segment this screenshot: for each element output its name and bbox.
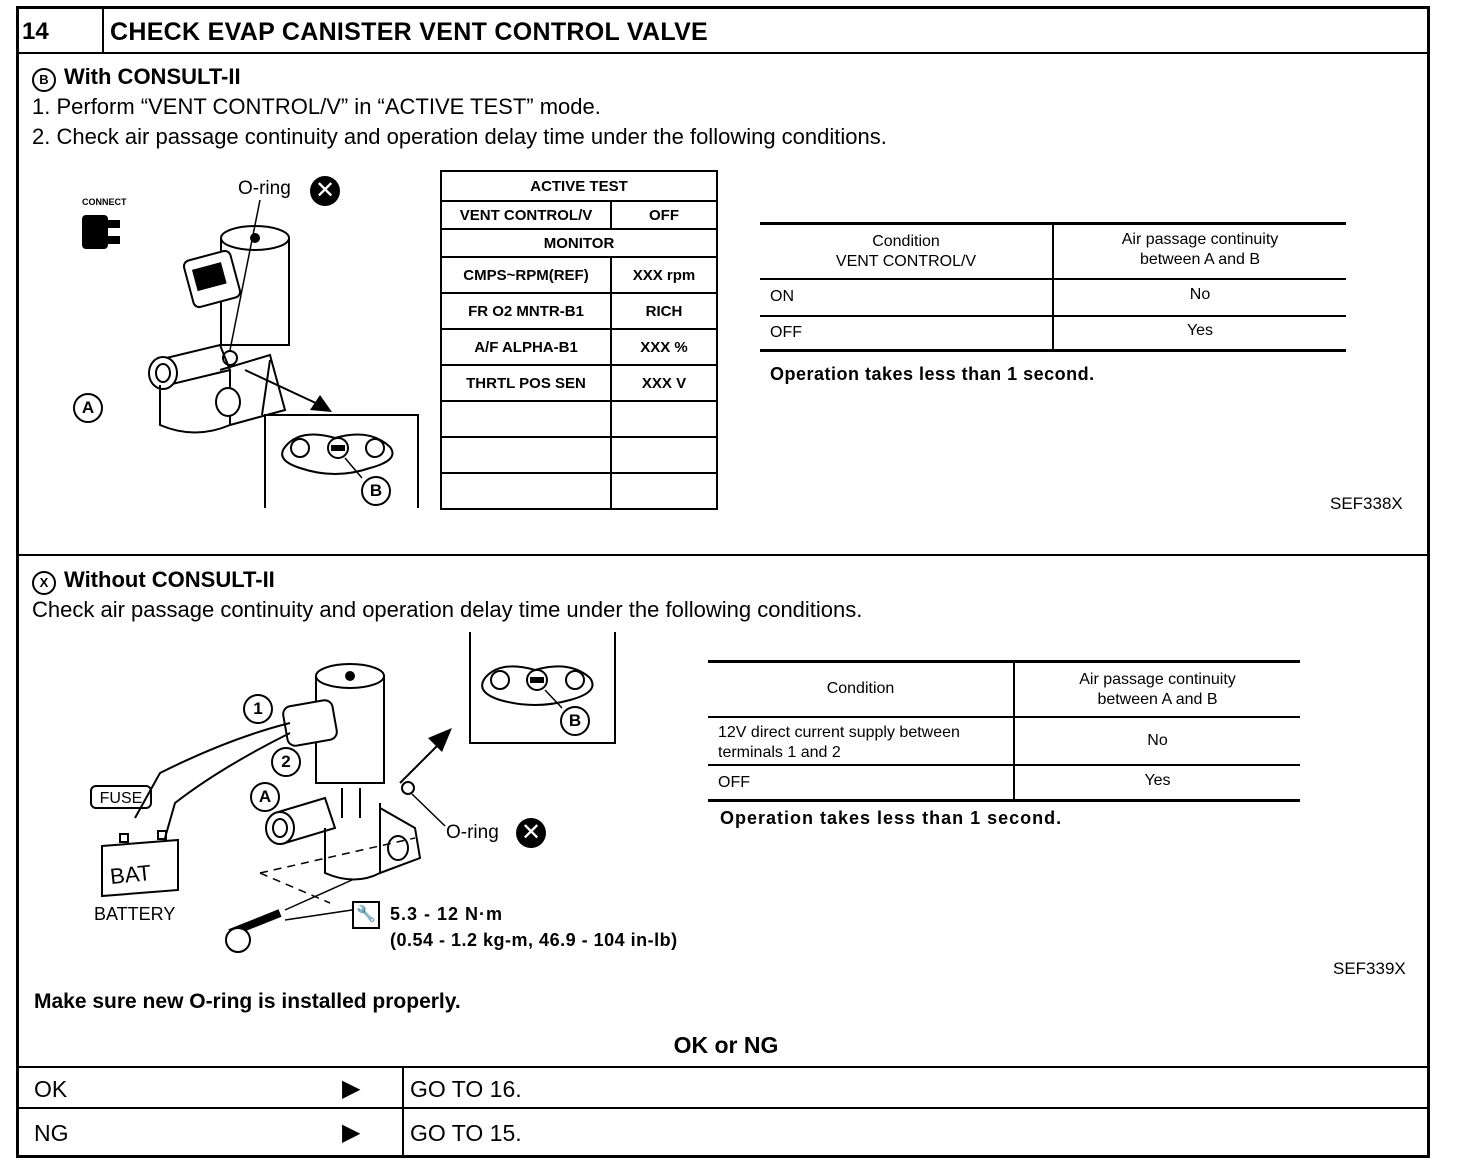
active-test-title: ACTIVE TEST (440, 170, 718, 202)
outcome-ok-action[interactable]: GO TO 16. (410, 1076, 522, 1102)
condition-cell: OFF (718, 774, 750, 791)
connect-label: CONNECT (82, 197, 127, 207)
outcome-col-divider (402, 1066, 404, 1158)
table-rule (708, 716, 1300, 718)
oring-warning: Make sure new O-ring is installed proper… (34, 990, 461, 1013)
monitor-row-name: CMPS~RPM(REF) (440, 256, 612, 294)
condition-header-line1: Condition (872, 233, 940, 250)
valve-illustration-battery (101, 632, 616, 953)
condition-cell-line2: terminals 1 and 2 (718, 744, 841, 761)
monitor-row-empty (440, 436, 612, 474)
outcome-divider (16, 1066, 1430, 1068)
result-header: Air passage continuity between A and B (1054, 230, 1346, 270)
result-cell: Yes (1186, 322, 1214, 339)
condition-cell: 12V direct current supply between termin… (718, 723, 960, 763)
result-header: Air passage continuity between A and B (1015, 670, 1300, 710)
table-col-divider (1013, 663, 1015, 801)
monitor-row-empty (610, 436, 718, 474)
terminal-1-label: 1 (243, 694, 273, 724)
monitor-row-name: A/F ALPHA-B1 (440, 328, 612, 366)
result-header-line2: between A and B (1139, 251, 1261, 268)
monitor-row-empty (440, 472, 612, 510)
bat-label: BAT (108, 859, 153, 890)
battery-label: BATTERY (94, 904, 176, 924)
arrow-right-icon: ▶ (342, 1119, 361, 1146)
ok-or-ng-label: OK or NG (673, 1032, 779, 1058)
torque-wrench-icon: 🔧 (352, 901, 380, 929)
condition-header-line2: VENT CONTROL/V (835, 253, 977, 270)
label-b-consult: B (361, 476, 391, 506)
monitor-row-name: THRTL POS SEN (440, 364, 612, 402)
table-rule (760, 349, 1346, 352)
table-rule (708, 660, 1300, 663)
with-consult-heading-text: With CONSULT-II (64, 64, 241, 89)
monitor-row-value: XXX rpm (610, 256, 718, 294)
monitor-row-empty (440, 400, 612, 438)
fuse-label: FUSE (90, 785, 152, 809)
valve-illustration-consult (82, 199, 419, 508)
outcome-ok-label: OK (34, 1076, 68, 1102)
condition-cell-line1: 12V direct current supply between (718, 724, 960, 741)
oring-label-consult: O-ring (238, 178, 291, 199)
condition-header: Condition (826, 680, 895, 697)
do-not-reuse-icon: ✕ (310, 176, 340, 206)
monitor-row-name: FR O2 MNTR-B1 (440, 292, 612, 330)
result-header-line2: between A and B (1097, 691, 1218, 708)
active-test-item: VENT CONTROL/V (440, 200, 612, 230)
monitor-row-value: RICH (610, 292, 718, 330)
procedure-frame (16, 6, 1430, 1158)
result-header-line1: Air passage continuity (1121, 231, 1279, 248)
header-divider (16, 52, 1430, 54)
result-cell: No (1147, 732, 1168, 749)
header-cell-divider (102, 6, 104, 52)
terminal-2-label: 2 (271, 747, 301, 777)
outcome-ng-action[interactable]: GO TO 15. (410, 1120, 522, 1146)
table-rule (760, 278, 1346, 280)
battery-note: Operation takes less than 1 second. (720, 808, 1063, 828)
with-consult-step-2: 2. Check air passage continuity and oper… (32, 124, 887, 149)
table-col-divider (1052, 225, 1054, 351)
monitor-row-empty (610, 472, 718, 510)
figure-code-consult: SEF338X (1330, 494, 1403, 513)
monitor-row-empty (610, 400, 718, 438)
do-not-reuse-icon: ✕ (516, 818, 546, 848)
label-b-battery: B (560, 706, 590, 736)
without-consult-heading: X Without CONSULT-II (32, 567, 275, 595)
figure-code-battery: SEF339X (1333, 959, 1406, 978)
table-rule (708, 799, 1300, 802)
condition-cell: ON (770, 288, 794, 305)
with-consult-heading: B With CONSULT-II (32, 64, 241, 92)
with-consult-step-1: 1. Perform “VENT CONTROL/V” in “ACTIVE T… (32, 94, 601, 119)
outcome-divider (16, 1107, 1430, 1109)
label-a-consult: A (73, 393, 103, 423)
monitor-row-value: XXX % (610, 328, 718, 366)
condition-header: Condition VENT CONTROL/V (760, 232, 1052, 272)
step-number: 14 (22, 18, 49, 45)
table-rule (760, 315, 1346, 317)
table-rule (760, 222, 1346, 225)
condition-cell: OFF (770, 324, 802, 341)
active-test-item-value: OFF (610, 200, 718, 230)
result-header-line1: Air passage continuity (1079, 671, 1236, 688)
monitor-label: MONITOR (440, 228, 718, 258)
consult-icon: B (32, 67, 56, 92)
result-cell: Yes (1144, 772, 1171, 789)
arrow-right-icon: ▶ (342, 1075, 361, 1102)
without-consult-heading-text: Without CONSULT-II (64, 567, 275, 592)
step-title: CHECK EVAP CANISTER VENT CONTROL VALVE (110, 18, 709, 46)
consult-note: Operation takes less than 1 second. (770, 364, 1095, 384)
no-consult-icon: X (32, 570, 56, 595)
connect-icon (82, 215, 120, 249)
monitor-row-value: XXX V (610, 364, 718, 402)
without-consult-instruction: Check air passage continuity and operati… (32, 597, 863, 622)
label-a-battery: A (250, 782, 280, 812)
result-cell: No (1189, 286, 1211, 303)
oring-label-battery: O-ring (446, 822, 499, 843)
section-divider (16, 554, 1430, 556)
table-rule (708, 764, 1300, 766)
outcome-ng-label: NG (34, 1120, 69, 1146)
torque-spec-conversion: (0.54 - 1.2 kg-m, 46.9 - 104 in-lb) (390, 930, 678, 950)
torque-spec: 5.3 - 12 N·m (390, 904, 504, 924)
